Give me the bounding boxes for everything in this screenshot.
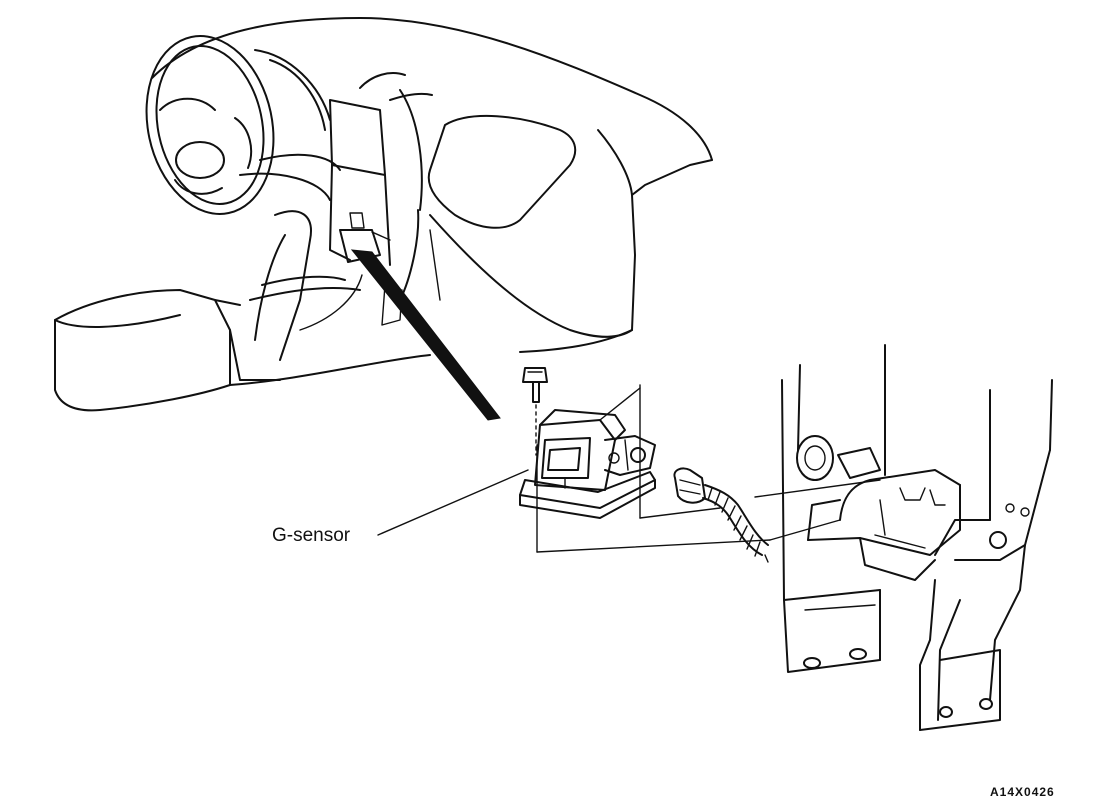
g-sensor-leader-line [377,469,529,536]
wiring-harness-connector [673,467,769,563]
instrument-panel [151,17,713,353]
steering-wheel [145,35,331,215]
g-sensor-unit [519,409,656,519]
sensor-mount-location [339,212,391,263]
mounting-bolt [522,367,548,456]
g-sensor-label: G-sensor [272,525,351,546]
figure-code: A14X0426 [990,785,1055,799]
center-console [54,210,431,412]
leader-wedge [350,249,501,421]
assembly-phantom-lines [536,384,881,553]
body-bracket [781,344,1053,731]
